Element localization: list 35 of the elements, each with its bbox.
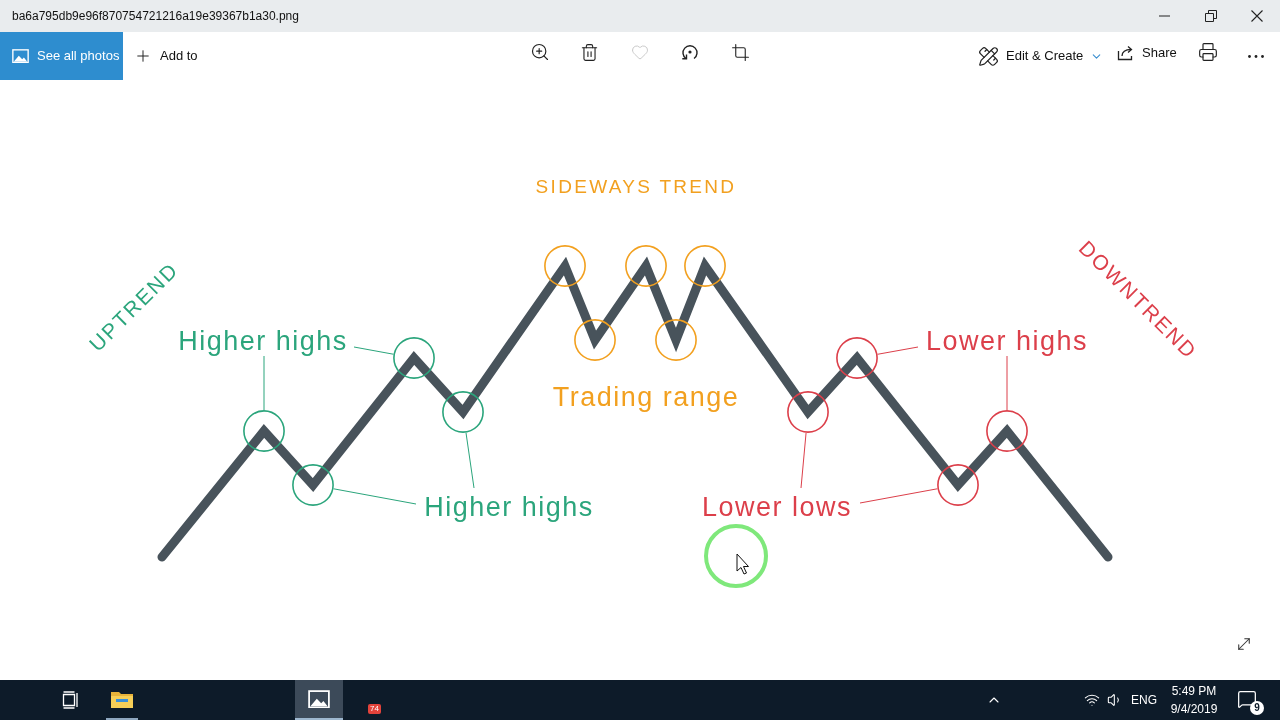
range-label: Trading range xyxy=(551,382,741,412)
see-all-photos-button: See all photos xyxy=(0,32,123,80)
leader-line xyxy=(263,355,265,411)
circle-marker xyxy=(625,245,667,287)
leader-line xyxy=(859,488,938,504)
circle-marker xyxy=(655,319,697,361)
leader-line xyxy=(877,346,919,355)
clock-date: 9/4/2019 xyxy=(1169,702,1219,717)
leader-line xyxy=(800,432,807,489)
language-indicator: ENG xyxy=(1131,693,1157,708)
leader-line xyxy=(353,346,394,355)
leader-line xyxy=(465,432,475,489)
section-title: SIDEWAYS TREND xyxy=(534,175,738,199)
circle-marker xyxy=(937,464,979,506)
circle-marker xyxy=(574,319,616,361)
leader-line xyxy=(1006,355,1008,411)
circle-marker xyxy=(292,464,334,506)
edit-create-label: Edit & Create xyxy=(1006,47,1084,66)
circle-marker xyxy=(442,391,484,433)
add-to-label: Add to xyxy=(160,47,198,66)
annotation-text: Higher highs xyxy=(178,326,348,356)
circle-marker xyxy=(986,410,1028,452)
circle-marker xyxy=(243,410,285,452)
circle-marker xyxy=(393,337,435,379)
share-label: Share xyxy=(1142,44,1177,63)
annotation-text: Higher highs xyxy=(424,492,594,522)
circle-marker xyxy=(836,337,878,379)
circle-marker xyxy=(787,391,829,433)
leader-line xyxy=(333,488,417,505)
notification-badge: 74 xyxy=(368,704,381,714)
annotation-text: Lower lows xyxy=(701,492,853,522)
clock-time: 5:49 PM xyxy=(1170,684,1218,699)
window-title: ba6a795db9e96f870754721216a19e39367b1a30.png xyxy=(12,8,299,24)
circle-marker xyxy=(544,245,586,287)
circle-marker xyxy=(684,245,726,287)
